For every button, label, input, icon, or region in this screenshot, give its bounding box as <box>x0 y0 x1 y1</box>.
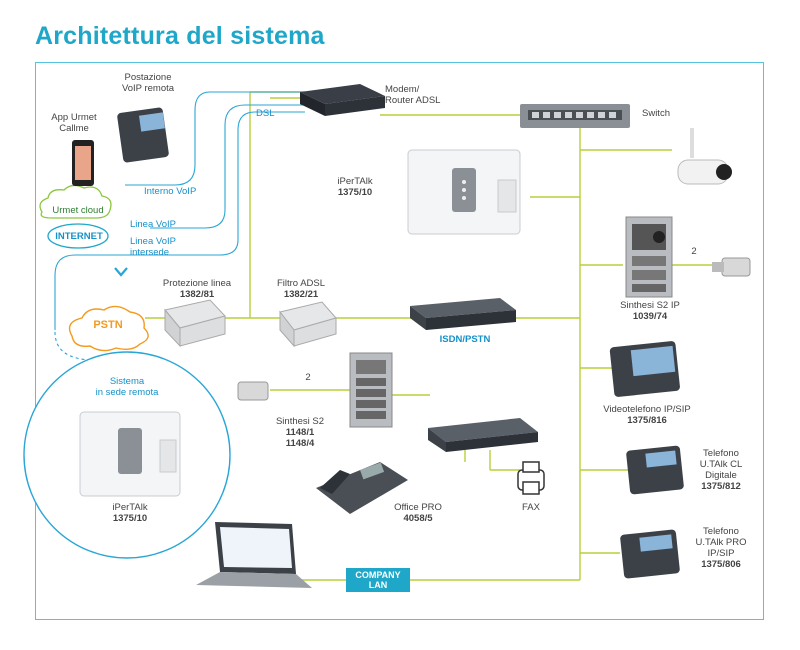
door-lock-left-icon <box>237 381 269 401</box>
laptop-icon <box>196 522 312 588</box>
label-dsl: DSL <box>256 108 275 119</box>
ip-camera-icon <box>677 128 732 185</box>
label-linea-voip: Linea VoIP <box>130 219 176 230</box>
internet-cloud-icon <box>47 223 109 249</box>
isdn-pstn-device-icon <box>410 298 516 330</box>
ipertalk-remote-icon <box>79 411 181 497</box>
label-modem: Modem/Router ADSL <box>385 84 441 106</box>
label-isdn-pstn: ISDN/PSTN <box>439 334 491 345</box>
urmet-cloud-icon <box>39 184 112 219</box>
chevron-down-icon <box>114 267 128 277</box>
internet-lines <box>54 91 305 330</box>
office-pro-phone-icon <box>316 462 408 514</box>
label-fax: FAX <box>522 502 540 513</box>
telefono-pro-icon <box>620 529 680 579</box>
label-pstn: PSTN <box>93 319 123 331</box>
ipertalk-main-icon <box>407 149 521 235</box>
page-title: Architettura del sistema <box>35 22 325 50</box>
sinthesi-s2ip-panel-icon <box>625 216 673 298</box>
smartphone-icon <box>72 140 94 186</box>
label-internet: INTERNET <box>55 231 103 242</box>
label-wire-count-1: 2 <box>691 246 697 257</box>
switch-icon <box>520 104 630 128</box>
telefono-cl-icon <box>626 445 684 495</box>
label-wire-count-2: 2 <box>305 372 311 383</box>
pbx-box-icon <box>428 418 538 452</box>
label-switch: Switch <box>642 108 670 119</box>
door-lock-icon <box>712 257 751 277</box>
diagram-frame <box>35 62 764 620</box>
line-protection-icon <box>164 299 226 348</box>
fax-icon <box>517 461 545 495</box>
sinthesi-s2-panel-icon <box>349 352 393 428</box>
adsl-filter-icon <box>279 301 337 348</box>
modem-router-icon <box>300 84 385 116</box>
voip-phone-remote-icon <box>117 107 169 163</box>
label-interno-voip: Interno VoIP <box>144 186 197 197</box>
videotelefono-icon <box>609 341 680 397</box>
pstn-cloud-icon <box>68 305 149 352</box>
label-urmet-cloud: Urmet cloud <box>52 205 104 216</box>
